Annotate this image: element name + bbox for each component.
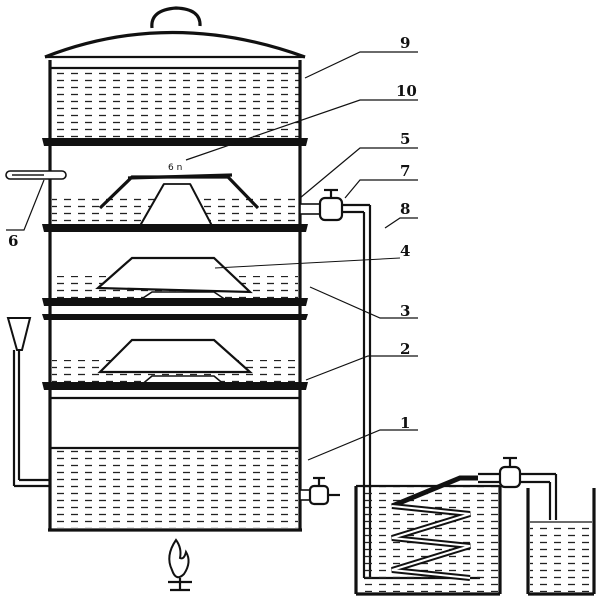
burner-flame-icon <box>168 538 192 592</box>
part-labels: 9 10 5 7 8 4 3 2 1 6 <box>8 34 417 432</box>
label-7: 7 <box>400 162 410 180</box>
label-9: 9 <box>400 34 410 52</box>
leader-lines <box>6 51 418 461</box>
top-water-section <box>42 60 308 146</box>
label-10: 10 <box>396 82 417 100</box>
boiler <box>48 448 302 532</box>
label-2: 2 <box>400 340 410 358</box>
condenser-tank <box>354 475 502 596</box>
steam-chamber <box>48 390 302 450</box>
lower-tray-section <box>42 320 308 390</box>
label-6: 6 <box>8 232 18 250</box>
label-5: 5 <box>400 130 410 148</box>
svg-text:6 n: 6 n <box>168 163 182 173</box>
upper-tray-section: 6 n <box>42 146 308 232</box>
gap-section <box>42 306 308 320</box>
lid <box>44 6 306 59</box>
feed-funnel <box>6 317 50 488</box>
label-1: 1 <box>400 414 410 432</box>
drain-valve <box>299 476 340 506</box>
outlet-valve <box>299 188 370 222</box>
thermometer <box>5 170 67 180</box>
receiving-vessel <box>526 488 596 596</box>
label-8: 8 <box>400 200 410 218</box>
collection-valve <box>478 456 558 520</box>
middle-tray-section <box>42 232 401 306</box>
label-4: 4 <box>400 242 410 260</box>
label-3: 3 <box>400 302 410 320</box>
